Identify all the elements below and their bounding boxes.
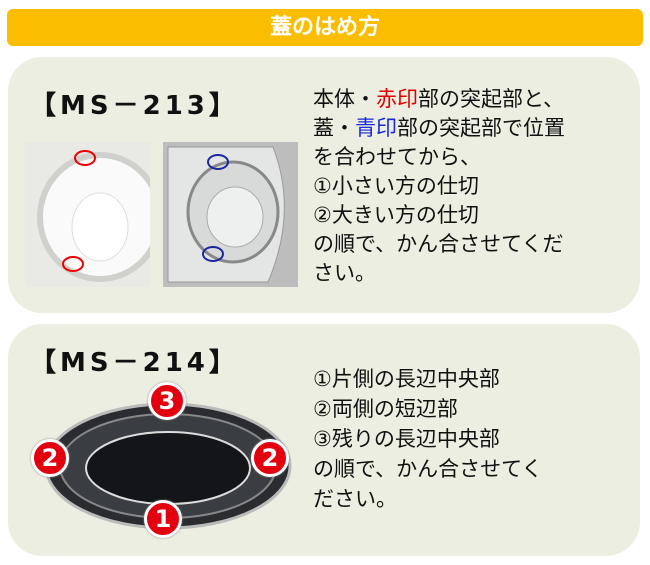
text: 部の突起部で位置 (397, 116, 565, 140)
instruction-line: ③残りの長辺中央部 (313, 427, 500, 451)
ms213-panel: 【MS－213】 本体・赤印部の突起部と、 蓋・青印部の突起部で位置 を合わせて… (8, 57, 640, 313)
ms214-panel: 【MS－214】 3 2 2 1 ①片側の長辺中央部 ②両側の短辺部 ③残りの長… (8, 324, 640, 556)
instruction-line: ①片側の長辺中央部 (313, 367, 500, 391)
header-bar: 蓋のはめ方 (7, 9, 643, 46)
ms214-instructions: ①片側の長辺中央部 ②両側の短辺部 ③残りの長辺中央部 の順で、かん合させてく … (313, 364, 543, 514)
instruction-line: ださい。 (313, 487, 397, 511)
instruction-line: の順で、かん合させてく (313, 457, 543, 481)
red-mark-text: 赤印 (376, 87, 418, 111)
ms214-title: 【MS－214】 (30, 348, 239, 378)
blue-mark-text: 青印 (355, 116, 397, 140)
instruction-line: 蓋・青印部の突起部で位置 (313, 114, 565, 143)
instruction-line: ①小さい方の仕切 (313, 174, 479, 198)
ms213-lid-photo (163, 142, 298, 287)
ms213-title: 【MS－213】 (30, 91, 239, 121)
instruction-line: を合わせてから、 (313, 145, 481, 169)
instruction-line: さい。 (313, 261, 376, 285)
instruction-line: の順で、かん合させてくだ (313, 232, 564, 256)
badge-3: 3 (148, 382, 186, 420)
text: 本体・ (313, 87, 376, 111)
page-title: 蓋のはめ方 (269, 15, 380, 40)
instruction-line: ②大きい方の仕切 (313, 203, 479, 227)
badge-2-right: 2 (251, 439, 289, 477)
text: 蓋・ (313, 116, 355, 140)
ms213-body-photo (25, 142, 150, 287)
badge-2-left: 2 (31, 439, 69, 477)
badge-1: 1 (144, 500, 182, 538)
text: 部の突起部と、 (418, 87, 565, 111)
ms213-instructions: 本体・赤印部の突起部と、 蓋・青印部の突起部で位置 を合わせてから、 ①小さい方… (313, 85, 565, 288)
instruction-line: ②両側の短辺部 (313, 397, 458, 421)
instruction-line: 本体・赤印部の突起部と、 (313, 85, 565, 114)
lid-image (163, 142, 298, 287)
container-body-image (25, 142, 150, 287)
